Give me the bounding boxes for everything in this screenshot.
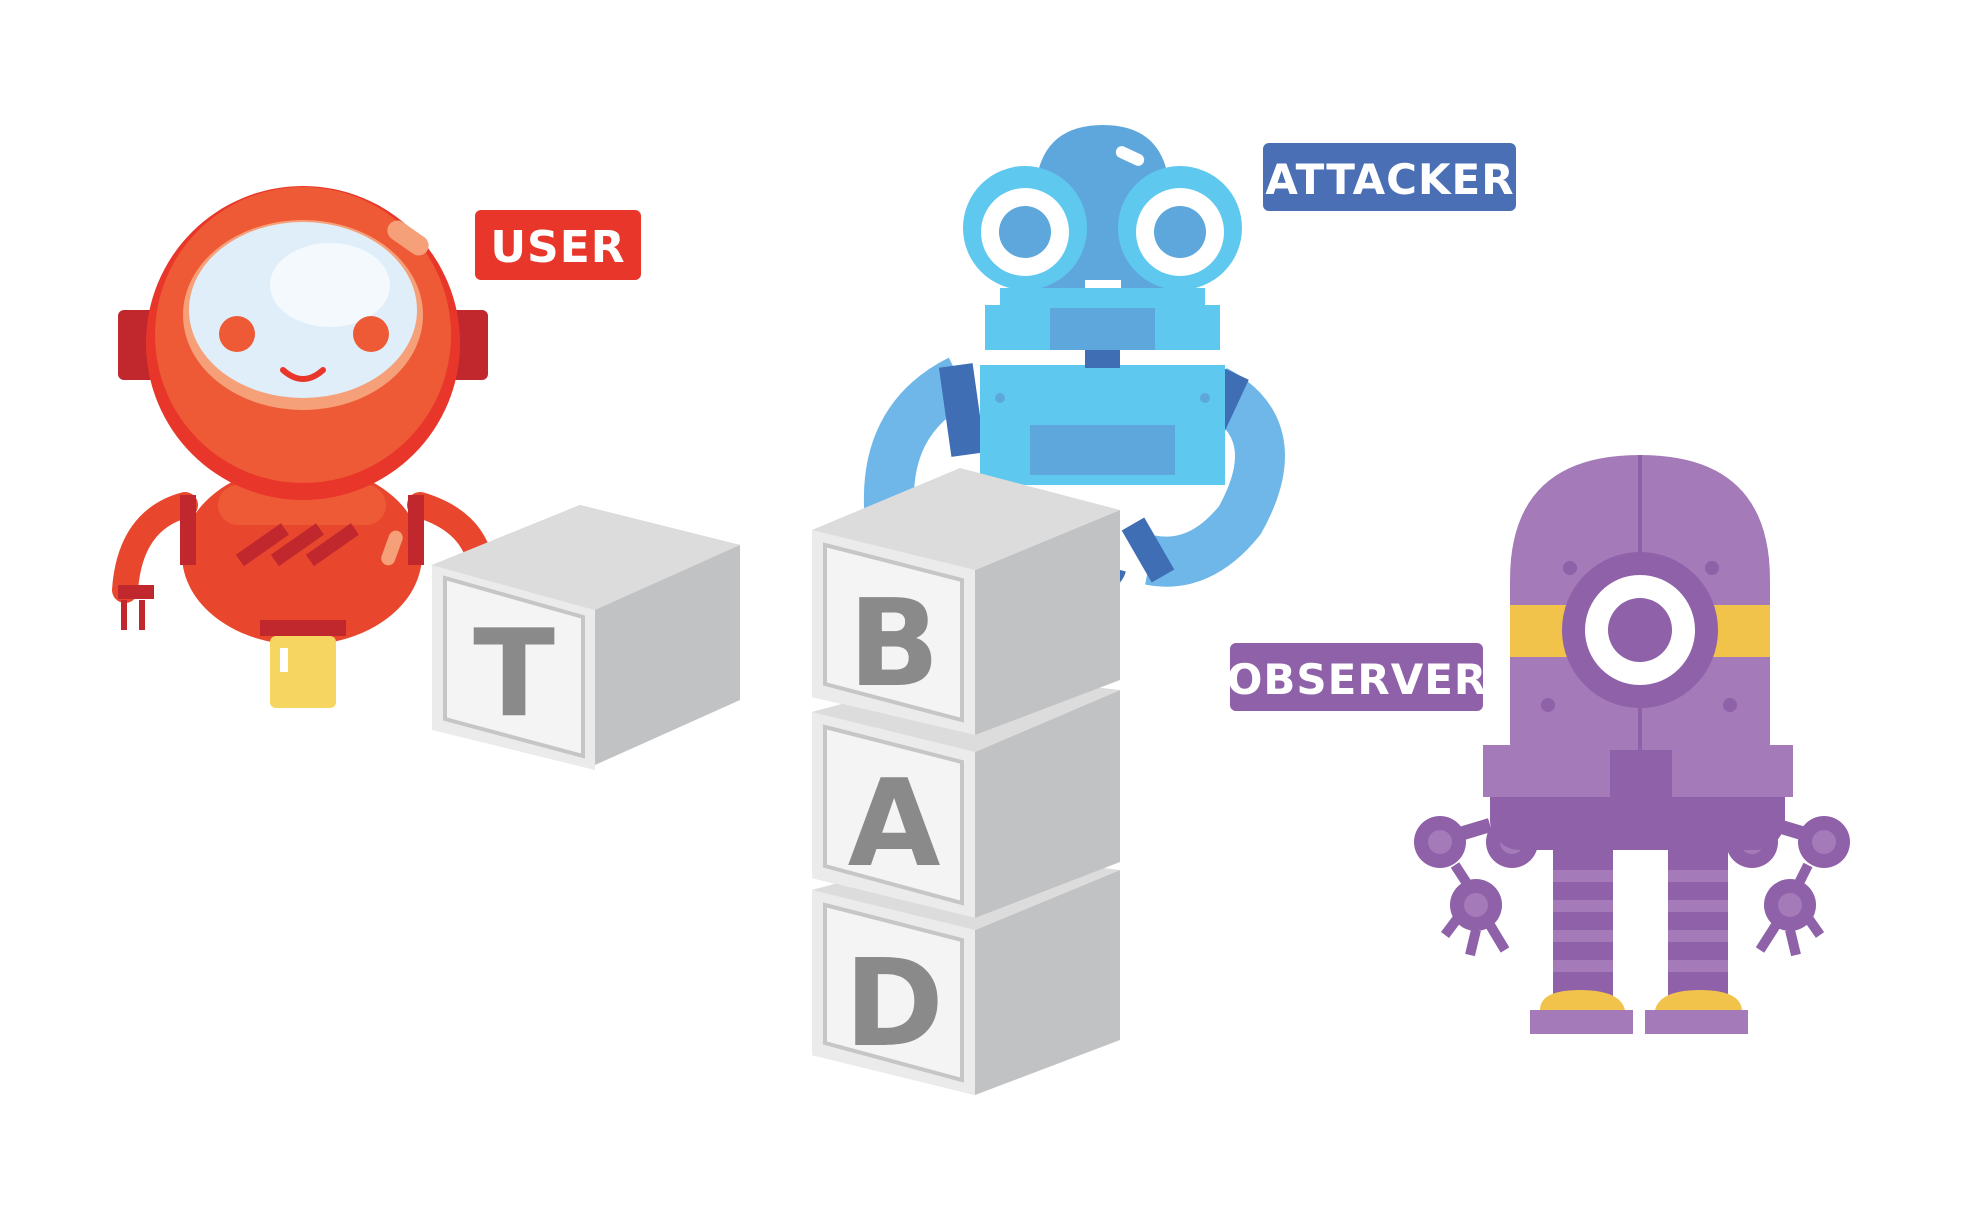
- attacker-label: ATTACKER: [1263, 143, 1516, 211]
- user-label-box: [475, 210, 641, 280]
- user-robot: [112, 186, 493, 708]
- block-b-letter: B: [848, 575, 939, 714]
- observer-robot: [1414, 455, 1850, 1034]
- observer-label-box: [1230, 643, 1483, 711]
- block-t-letter: T: [473, 605, 555, 744]
- observer-label-text: OBSERVER: [1227, 655, 1488, 704]
- block-b: B: [812, 468, 1120, 735]
- block-d-letter: D: [844, 935, 944, 1074]
- attacker-label-box: [1263, 143, 1516, 211]
- block-t: T: [432, 505, 740, 770]
- observer-label: OBSERVER: [1227, 643, 1488, 711]
- attacker-robot: [863, 125, 1285, 591]
- user-label-text: USER: [490, 222, 625, 273]
- attacker-label-text: ATTACKER: [1265, 155, 1514, 204]
- block-a-letter: A: [848, 755, 941, 894]
- user-label: USER: [475, 210, 641, 280]
